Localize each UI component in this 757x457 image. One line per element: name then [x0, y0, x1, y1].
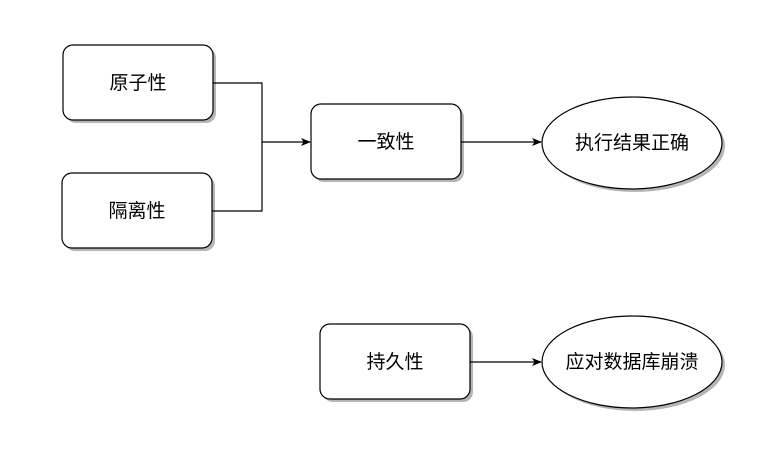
node-atomicity[interactable]: 原子性: [62, 44, 214, 121]
node-isolation[interactable]: 隔离性: [61, 172, 213, 249]
edge-atomicity-to-merge: [213, 82, 263, 142]
node-consistency-label: 一致性: [357, 131, 414, 153]
node-consistency[interactable]: 一致性: [310, 103, 462, 180]
node-durability[interactable]: 持久性: [319, 323, 471, 400]
node-atomicity-label: 原子性: [109, 72, 166, 94]
node-correct-result-label: 执行结果正确: [575, 132, 689, 154]
node-db-crash[interactable]: 应对数据库崩溃: [541, 315, 723, 409]
node-durability-label: 持久性: [366, 351, 423, 373]
connectors: [212, 82, 542, 366]
edge-isolation-to-merge: [212, 142, 263, 212]
node-isolation-label: 隔离性: [108, 200, 165, 222]
node-correct-result[interactable]: 执行结果正确: [541, 96, 723, 190]
node-db-crash-label: 应对数据库崩溃: [565, 351, 698, 373]
